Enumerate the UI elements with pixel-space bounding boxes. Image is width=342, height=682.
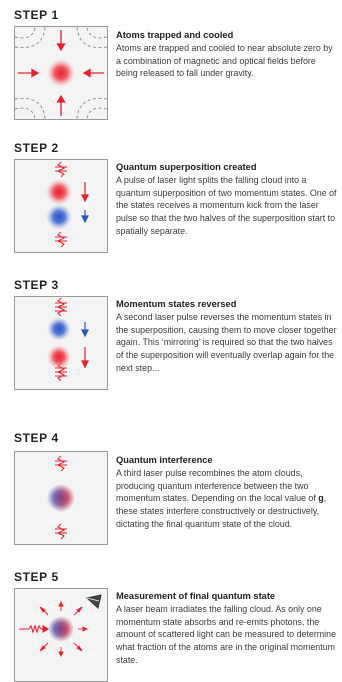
detector-icon bbox=[85, 594, 102, 609]
step-1-diagram bbox=[14, 26, 108, 120]
step-title: Quantum superposition created bbox=[116, 162, 257, 172]
step-title: Momentum states reversed bbox=[116, 299, 237, 309]
step-title: Atoms trapped and cooled bbox=[116, 30, 234, 40]
step-label: STEP 4 bbox=[14, 431, 59, 445]
atom-cloud bbox=[47, 59, 75, 87]
atom-cloud-red bbox=[46, 179, 72, 205]
atom-cloud-red bbox=[47, 345, 71, 369]
step-4-diagram bbox=[14, 451, 108, 545]
scattered-photons bbox=[39, 600, 89, 658]
incoming-laser-beam bbox=[19, 624, 50, 634]
laser-pulse-icon bbox=[55, 231, 67, 248]
atom-cloud-mixed bbox=[48, 616, 74, 642]
arrow-down-icon bbox=[81, 347, 89, 369]
step-title: Measurement of final quantum state bbox=[116, 591, 276, 601]
step-title: Quantum interference bbox=[116, 455, 213, 465]
arrow-down-icon bbox=[81, 322, 89, 338]
text-part: A third laser pulse recombines the atom … bbox=[116, 468, 319, 504]
step-label: STEP 3 bbox=[14, 278, 59, 292]
text-part: , these states interfere constructively … bbox=[116, 493, 327, 529]
atom-cloud-mixed bbox=[47, 484, 75, 512]
laser-pulse-icon bbox=[55, 523, 67, 540]
step-description: A pulse of laser light splits the fallin… bbox=[116, 175, 337, 236]
step-3-diagram bbox=[14, 296, 108, 390]
text-bold: g bbox=[318, 493, 324, 504]
atom-cloud-blue bbox=[47, 317, 71, 341]
step-5-diagram bbox=[14, 588, 108, 682]
step-2-diagram bbox=[14, 159, 108, 253]
arrow-down-icon bbox=[81, 210, 89, 224]
step-label: STEP 2 bbox=[14, 141, 59, 155]
step-label: STEP 1 bbox=[14, 8, 59, 22]
step-description: A second laser pulse reverses the moment… bbox=[116, 312, 337, 373]
laser-pulse-icon bbox=[55, 161, 67, 178]
laser-pulse-icon bbox=[55, 455, 67, 472]
step-description: A third laser pulse recombines the atom … bbox=[116, 467, 338, 531]
trap-arrows bbox=[18, 30, 104, 116]
step-description: A laser beam irradiates the falling clou… bbox=[116, 604, 337, 665]
arrow-down-icon bbox=[81, 182, 89, 203]
laser-pulse-icon bbox=[55, 297, 67, 317]
step-description: Atoms are trapped and cooled to near abs… bbox=[116, 43, 333, 79]
dashed-field-lines bbox=[15, 27, 107, 119]
atom-cloud-blue bbox=[46, 204, 72, 230]
step-label: STEP 5 bbox=[14, 570, 59, 584]
